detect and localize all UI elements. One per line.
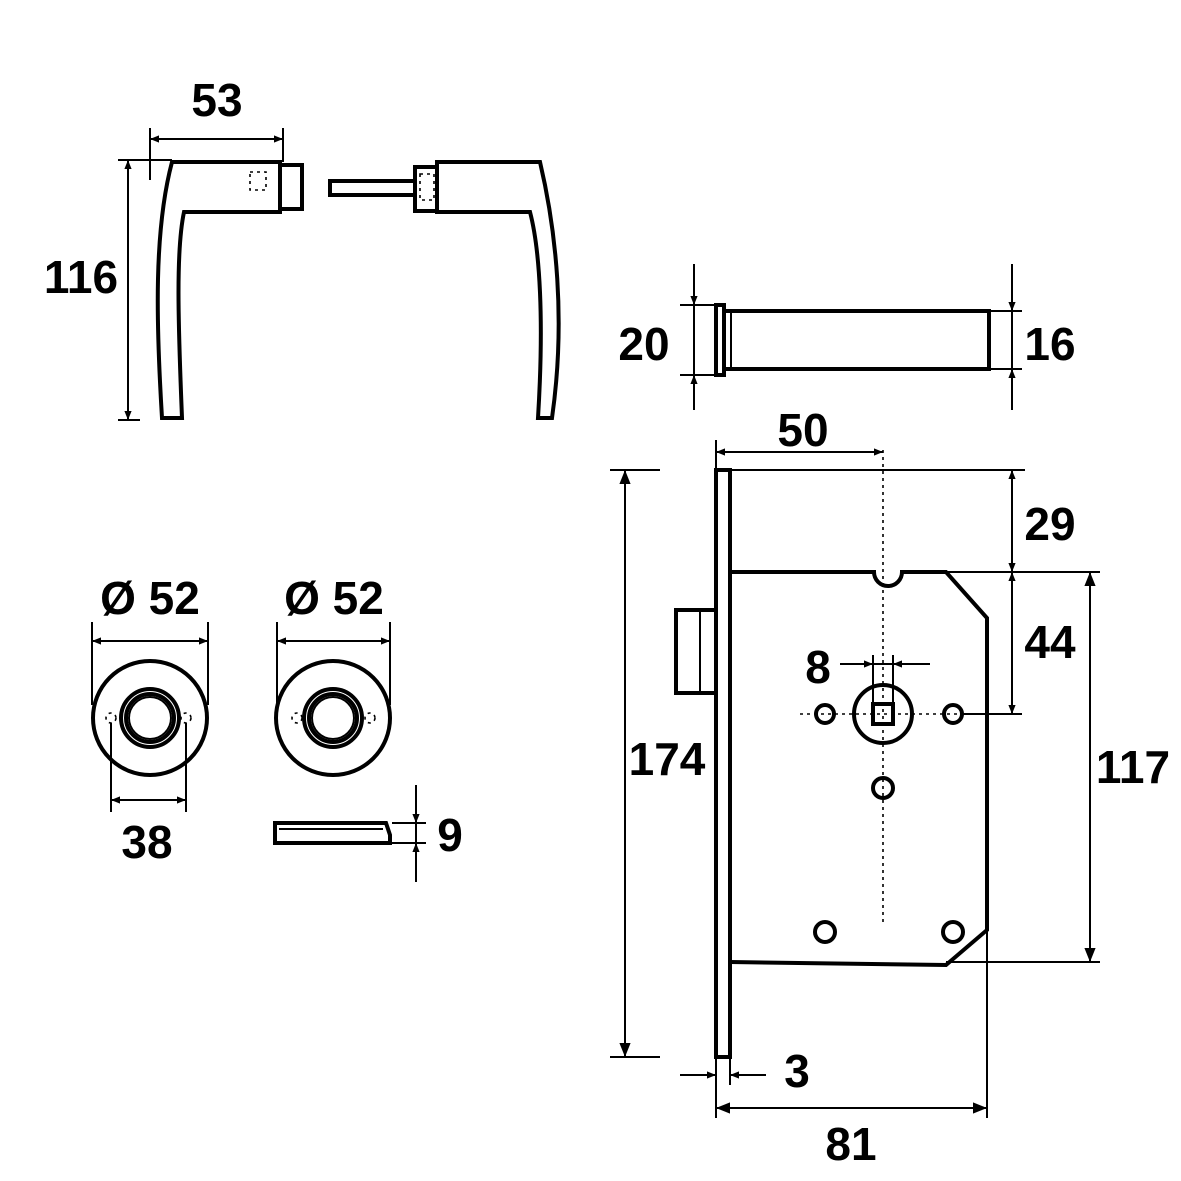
case-to-follower-label: 44 [1024,616,1076,668]
spindle-right-label: 16 [1024,318,1075,370]
rosette-hole-spacing-label: 38 [121,816,172,868]
faceplate-thickness-label: 3 [784,1045,810,1097]
backset-dimension: 50 [715,404,883,470]
case-to-follower-dimension: 44 [962,572,1076,715]
spindle-left-label: 20 [618,318,669,370]
mortise-lock: 50 29 44 8 174 [610,404,1170,1170]
faceplate [714,468,732,1059]
follower [852,683,914,745]
handle-height-dimension: 116 [44,159,172,421]
spindle-bar [328,165,439,213]
lock-case [729,570,989,968]
spindle-right-dimension: 16 [989,264,1076,410]
handle-pair: 53 116 [44,74,561,421]
spindle-left-dimension: 20 [618,264,716,410]
handle-width-label: 53 [191,74,242,126]
handle-height-label: 116 [44,251,118,303]
depth-label: 81 [825,1118,876,1170]
spindle-detail: 20 16 [618,264,1076,410]
rosette-side-view: 9 [273,785,463,882]
follower-dimension: 8 [805,641,930,704]
case-height-dimension: 117 [946,572,1170,963]
top-to-case-label: 29 [1024,498,1075,550]
backset-label: 50 [777,404,828,456]
case-height-label: 117 [1096,741,1170,793]
top-to-case-dimension: 29 [730,469,1100,573]
left-handle [155,160,304,420]
handle-width-dimension: 53 [149,74,284,180]
rosette-right: Ø 52 [274,572,392,777]
rosette-left: Ø 52 38 [91,572,209,868]
right-handle [435,160,561,420]
rosette-thickness-label: 9 [437,809,463,861]
faceplate-length-dimension: 174 [610,469,706,1058]
rosette-left-diameter-label: Ø 52 [100,572,200,624]
depth-dimension: 81 [716,930,988,1170]
latch [674,608,718,695]
rosette-right-diameter-label: Ø 52 [284,572,384,624]
faceplate-length-label: 174 [629,733,706,785]
faceplate-thickness-dimension: 3 [680,1045,810,1118]
follower-label: 8 [805,641,831,693]
